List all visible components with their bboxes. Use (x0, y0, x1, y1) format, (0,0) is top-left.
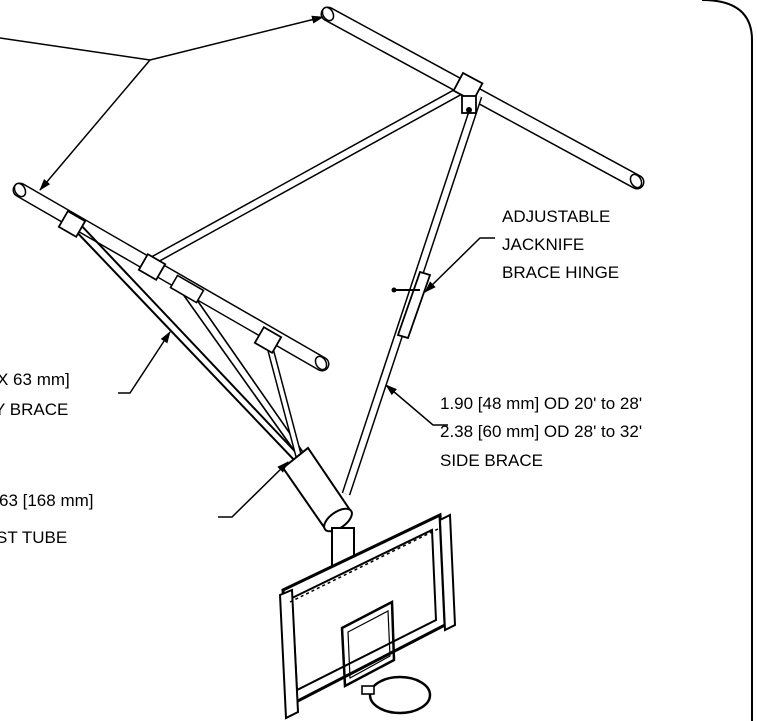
brace-label-line-1: X 63 mm] (0, 370, 70, 389)
tube-callout-leaders (0, 15, 324, 191)
mast-leader (218, 461, 289, 518)
backboard (278, 512, 457, 720)
frame-border (701, 0, 753, 721)
hinge-leader (424, 237, 495, 293)
side-brace-label-line-1: 1.90 [48 mm] OD 20' to 28' (440, 394, 642, 413)
side-brace-label-line-3: SIDE BRACE (440, 451, 543, 470)
basketball-hoop (361, 675, 432, 715)
side-brace-leader (385, 384, 448, 426)
y-brace-assembly (69, 221, 355, 567)
upper-back-tube (320, 6, 645, 190)
brace-leader (118, 331, 171, 394)
hinge-label-line-1: ADJUSTABLE (502, 207, 610, 226)
lower-tube-clamps (57, 209, 283, 355)
mast-label-line-1: 63 [168 mm] (0, 491, 94, 510)
hinge-label-line-2: JACKNIFE (502, 235, 584, 254)
side-brace-label-line-2: 2.38 [60 mm] OD 28' to 32' (440, 422, 642, 441)
mast-label-line-2: ST TUBE (0, 528, 67, 547)
side-brace (341, 94, 483, 496)
hinge-label-line-3: BRACE HINGE (502, 263, 619, 282)
upper-clamp (452, 71, 484, 114)
lower-front-tube (12, 182, 330, 372)
brace-label-line-2: Y BRACE (0, 400, 68, 419)
cross-connector-tube (147, 83, 470, 266)
